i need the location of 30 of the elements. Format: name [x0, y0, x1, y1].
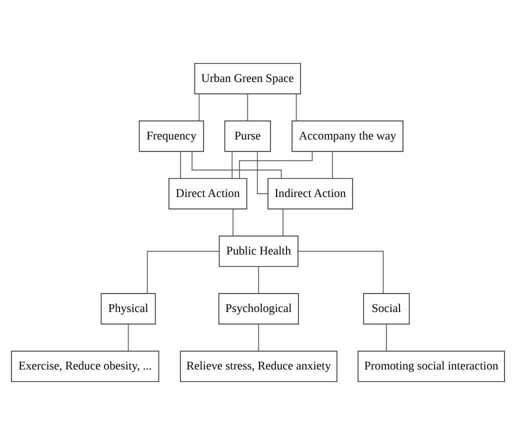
connector: [128, 324, 129, 352]
node-box: Psychological: [218, 293, 299, 324]
connector: [198, 94, 200, 122]
connector: [256, 151, 268, 194]
connector: [232, 208, 234, 236]
connector: [232, 151, 233, 179]
node-box: Promoting social interaction: [358, 350, 505, 382]
connector: [296, 94, 297, 122]
node-box: Exercise, Reduce obesity, ...: [11, 350, 160, 382]
node-box: Direct Action: [168, 178, 248, 210]
connector: [282, 208, 284, 236]
node-box: Public Health: [218, 236, 298, 267]
node-box: Urban Green Space: [194, 62, 301, 94]
connector: [192, 151, 282, 179]
connector: [180, 151, 181, 179]
node-box: Frequency: [138, 120, 204, 152]
node-box: Indirect Action: [268, 178, 353, 210]
node-box: Accompany the way: [292, 120, 404, 152]
connector: [258, 266, 260, 294]
connector: [247, 94, 248, 122]
node-box: Physical: [100, 293, 156, 324]
node-box: Relieve stress, Reduce anxiety: [180, 350, 338, 382]
connector: [332, 151, 333, 179]
connector: [239, 151, 313, 179]
node-box: Social: [363, 293, 410, 324]
connector: [298, 250, 384, 294]
node-box: Purse: [224, 120, 271, 152]
connector: [258, 324, 260, 352]
connector: [386, 324, 387, 352]
connector: [146, 250, 220, 294]
